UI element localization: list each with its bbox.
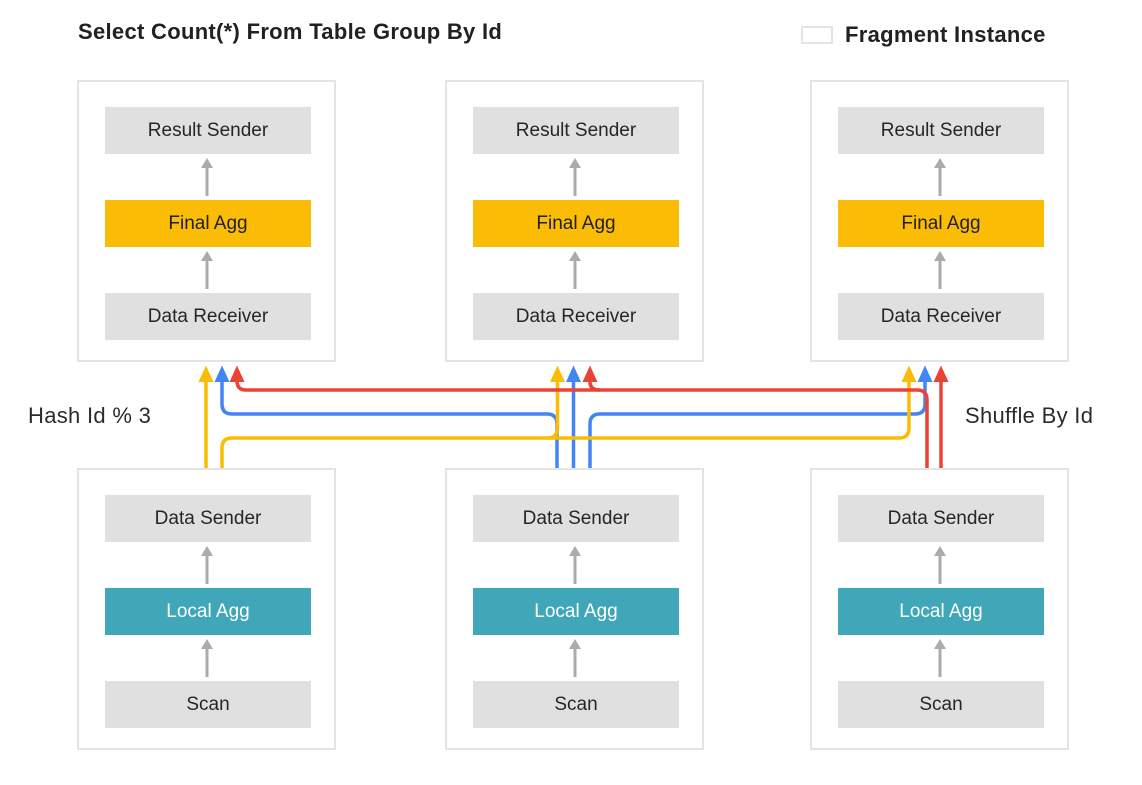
- node-scan: Scan: [838, 681, 1044, 728]
- fragment-bottom-right: Data Sender Local Agg Scan: [810, 468, 1069, 750]
- node-scan: Scan: [105, 681, 311, 728]
- node-final-agg: Final Agg: [105, 200, 311, 247]
- fragment-instance-swatch-icon: [801, 26, 833, 44]
- node-data-receiver: Data Receiver: [105, 293, 311, 340]
- red-arrowhead-icon: [229, 365, 245, 382]
- legend-label: Fragment Instance: [845, 22, 1046, 47]
- node-scan: Scan: [473, 681, 679, 728]
- up-arrow-icon: [568, 546, 582, 584]
- node-data-receiver: Data Receiver: [473, 293, 679, 340]
- yellow-arrowhead-icon: [198, 365, 214, 382]
- node-data-sender: Data Sender: [473, 495, 679, 542]
- fragment-top-middle: Result Sender Final Agg Data Receiver: [445, 80, 704, 362]
- up-arrow-icon: [200, 251, 214, 289]
- up-arrow-icon: [933, 158, 947, 196]
- page-title: Select Count(*) From Table Group By Id: [78, 19, 503, 44]
- yellow-arrowhead-icon: [901, 365, 917, 382]
- blue-arrowhead-icon: [566, 365, 581, 382]
- yellow-arrowhead-icon: [550, 365, 565, 382]
- blue-stream-left: [220, 382, 559, 468]
- up-arrow-icon: [568, 639, 582, 677]
- hash-label: Hash Id % 3: [28, 403, 152, 428]
- blue-arrowhead-icon: [214, 365, 230, 382]
- up-arrow-icon: [568, 158, 582, 196]
- red-stream-trunk: [235, 380, 929, 468]
- legend: Fragment Instance: [801, 22, 1046, 48]
- up-arrow-icon: [200, 546, 214, 584]
- node-local-agg: Local Agg: [473, 588, 679, 635]
- shuffle-label: Shuffle By Id: [965, 403, 1094, 428]
- red-arrowhead-icon: [582, 365, 598, 382]
- node-result-sender: Result Sender: [473, 107, 679, 154]
- fragment-bottom-middle: Data Sender Local Agg Scan: [445, 468, 704, 750]
- up-arrow-icon: [568, 251, 582, 289]
- up-arrow-icon: [933, 546, 947, 584]
- node-final-agg: Final Agg: [473, 200, 679, 247]
- blue-stream-right: [588, 382, 927, 468]
- fragment-top-left: Result Sender Final Agg Data Receiver: [77, 80, 336, 362]
- node-result-sender: Result Sender: [105, 107, 311, 154]
- fragment-top-right: Result Sender Final Agg Data Receiver: [810, 80, 1069, 362]
- up-arrow-icon: [933, 251, 947, 289]
- up-arrow-icon: [933, 639, 947, 677]
- node-local-agg: Local Agg: [838, 588, 1044, 635]
- yellow-stream-trunk: [220, 382, 911, 468]
- up-arrow-icon: [200, 158, 214, 196]
- node-data-sender: Data Sender: [105, 495, 311, 542]
- node-local-agg: Local Agg: [105, 588, 311, 635]
- node-data-sender: Data Sender: [838, 495, 1044, 542]
- node-result-sender: Result Sender: [838, 107, 1044, 154]
- red-stream-middle-branch: [588, 381, 601, 392]
- fragment-bottom-left: Data Sender Local Agg Scan: [77, 468, 336, 750]
- blue-arrowhead-icon: [917, 365, 933, 382]
- red-arrowhead-icon: [933, 365, 949, 382]
- yellow-stream-middle-branch: [547, 382, 560, 440]
- up-arrow-icon: [200, 639, 214, 677]
- node-data-receiver: Data Receiver: [838, 293, 1044, 340]
- node-final-agg: Final Agg: [838, 200, 1044, 247]
